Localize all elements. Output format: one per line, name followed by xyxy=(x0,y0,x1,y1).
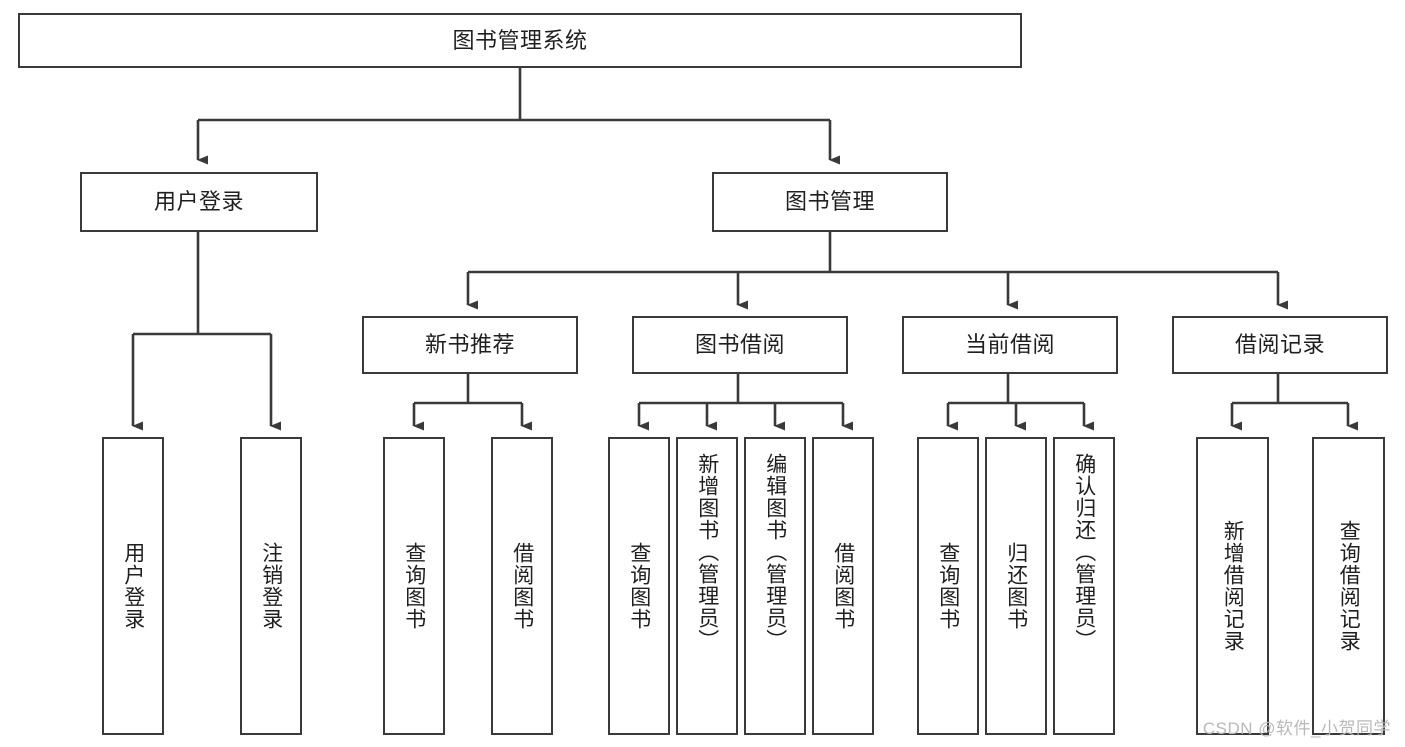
leaf-current-borrow-3-label: 确认归还（管理员） xyxy=(1072,453,1096,651)
leaf-book-borrow-3[interactable]: 编辑图书（管理员） xyxy=(744,437,806,735)
leaf-book-borrow-1[interactable]: 查询图书 xyxy=(608,437,670,735)
leaf-book-borrow-4[interactable]: 借阅图书 xyxy=(812,437,874,735)
node-current-borrow[interactable]: 当前借阅 xyxy=(902,316,1118,374)
leaf-book-borrow-2-label: 新增图书（管理员） xyxy=(695,453,719,651)
leaf-book-borrow-4-label: 借阅图书 xyxy=(831,542,855,630)
node-borrow-record[interactable]: 借阅记录 xyxy=(1172,316,1388,374)
leaf-new-book-1[interactable]: 查询图书 xyxy=(383,437,445,735)
leaf-borrow-record-1-label: 新增借阅记录 xyxy=(1221,520,1245,652)
node-root-label: 图书管理系统 xyxy=(452,27,588,53)
leaf-new-book-2[interactable]: 借阅图书 xyxy=(491,437,553,735)
node-book-management-label: 图书管理 xyxy=(784,189,875,215)
leaf-user-login-2-label: 注销登录 xyxy=(259,542,283,630)
leaf-current-borrow-1-label: 查询图书 xyxy=(936,542,960,630)
node-user-login[interactable]: 用户登录 xyxy=(80,172,318,232)
leaf-user-login-1[interactable]: 用户登录 xyxy=(102,437,164,735)
leaf-borrow-record-2-label: 查询借阅记录 xyxy=(1337,520,1361,652)
leaf-borrow-record-2[interactable]: 查询借阅记录 xyxy=(1312,437,1385,735)
node-new-book-recommend-label: 新书推荐 xyxy=(424,332,515,358)
node-user-login-label: 用户登录 xyxy=(153,189,244,215)
node-book-borrow[interactable]: 图书借阅 xyxy=(632,316,848,374)
leaf-borrow-record-1[interactable]: 新增借阅记录 xyxy=(1196,437,1269,735)
leaf-user-login-1-label: 用户登录 xyxy=(121,542,145,630)
leaf-current-borrow-1[interactable]: 查询图书 xyxy=(917,437,979,735)
node-book-management[interactable]: 图书管理 xyxy=(712,172,948,232)
leaf-user-login-2[interactable]: 注销登录 xyxy=(240,437,302,735)
leaf-book-borrow-2[interactable]: 新增图书（管理员） xyxy=(676,437,738,735)
leaf-current-borrow-2[interactable]: 归还图书 xyxy=(985,437,1047,735)
leaf-new-book-2-label: 借阅图书 xyxy=(510,542,534,630)
node-book-borrow-label: 图书借阅 xyxy=(694,332,785,358)
leaf-book-borrow-3-label: 编辑图书（管理员） xyxy=(763,453,787,651)
leaf-current-borrow-3[interactable]: 确认归还（管理员） xyxy=(1053,437,1115,735)
node-borrow-record-label: 借阅记录 xyxy=(1234,332,1325,358)
leaf-book-borrow-1-label: 查询图书 xyxy=(627,542,651,630)
node-root[interactable]: 图书管理系统 xyxy=(18,13,1022,68)
node-new-book-recommend[interactable]: 新书推荐 xyxy=(362,316,578,374)
leaf-new-book-1-label: 查询图书 xyxy=(402,542,426,630)
leaf-current-borrow-2-label: 归还图书 xyxy=(1004,542,1028,630)
node-current-borrow-label: 当前借阅 xyxy=(964,332,1055,358)
